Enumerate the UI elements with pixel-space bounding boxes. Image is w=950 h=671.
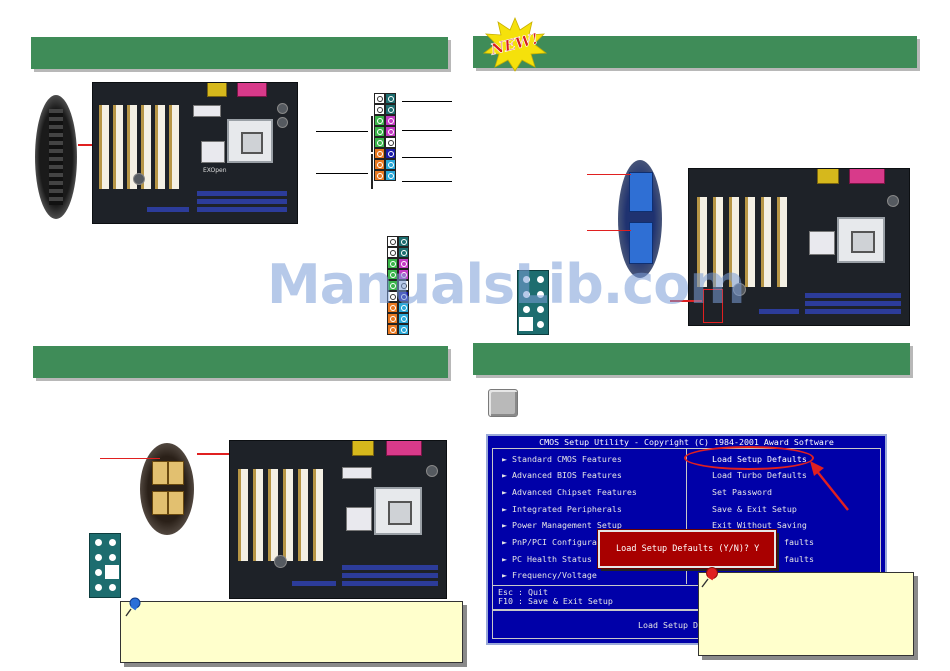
bios-menu-pnp-pci[interactable]: ► PnP/PCI Configura bbox=[502, 537, 597, 547]
jumper-diagram bbox=[89, 533, 121, 598]
section-header-top-left bbox=[31, 37, 448, 69]
note-box bbox=[698, 567, 914, 656]
bios-status-line: Load Setup De bbox=[638, 620, 703, 630]
bios-menu-power-management[interactable]: ► Power Management Setup bbox=[502, 520, 622, 530]
pointer-line bbox=[587, 174, 631, 175]
pointer-line bbox=[100, 458, 160, 459]
bios-menu-advanced-bios[interactable]: ► Advanced BIOS Features bbox=[502, 470, 622, 480]
bios-menu-integrated-peripherals[interactable]: ► Integrated Peripherals bbox=[502, 504, 622, 514]
highlight-ellipse bbox=[684, 446, 814, 470]
motherboard-image bbox=[688, 168, 910, 326]
connector-closeup bbox=[35, 95, 77, 219]
dialog-prompt: Load Setup Defaults (Y/N)? Y bbox=[616, 544, 760, 554]
bios-menu-item-partial[interactable]: faults bbox=[784, 537, 814, 547]
bios-menu-exit-without-saving[interactable]: Exit Without Saving bbox=[712, 520, 807, 530]
section-header-bottom-right bbox=[473, 343, 910, 375]
step-indicator bbox=[488, 389, 518, 417]
confirm-dialog[interactable]: Load Setup Defaults (Y/N)? Y bbox=[598, 530, 776, 568]
bios-footer-f10: F10 : Save & Exit Setup bbox=[498, 596, 613, 606]
pushpin-icon bbox=[701, 567, 718, 588]
watermark-text: ManualsLib.com bbox=[267, 253, 746, 316]
section-header-bottom-left bbox=[33, 346, 448, 378]
pushpin-icon bbox=[125, 597, 141, 617]
connector-closeup bbox=[140, 443, 194, 535]
bios-menu-pc-health[interactable]: ► PC Health Status bbox=[502, 554, 592, 564]
new-badge-icon: NEW! bbox=[482, 16, 548, 72]
bios-menu-save-exit[interactable]: Save & Exit Setup bbox=[712, 504, 797, 514]
bios-footer-esc: Esc : Quit bbox=[498, 587, 548, 597]
pointer-arrow bbox=[78, 144, 96, 146]
red-arrow-icon bbox=[810, 461, 849, 511]
bios-title: CMOS Setup Utility - Copyright (C) 1984-… bbox=[539, 437, 834, 447]
section-header-top-right bbox=[473, 36, 917, 68]
bios-menu-load-turbo-defaults[interactable]: Load Turbo Defaults bbox=[712, 470, 807, 480]
callout-line bbox=[316, 131, 368, 132]
bios-menu-frequency-voltage[interactable]: ► Frequency/Voltage bbox=[502, 570, 597, 580]
bios-menu-set-password[interactable]: Set Password bbox=[712, 487, 772, 497]
connector-closeup bbox=[618, 160, 662, 278]
motherboard-image: EXOpen bbox=[92, 82, 298, 224]
motherboard-image bbox=[229, 440, 447, 599]
bios-menu-item-partial[interactable]: faults bbox=[784, 554, 814, 564]
jumper-diagram bbox=[517, 270, 549, 335]
bios-menu-standard-cmos[interactable]: ► Standard CMOS Features bbox=[502, 454, 622, 464]
pointer-line bbox=[670, 300, 702, 302]
bios-menu-advanced-chipset[interactable]: ► Advanced Chipset Features bbox=[502, 487, 637, 497]
board-label: EXOpen bbox=[203, 167, 227, 174]
note-box bbox=[120, 597, 463, 663]
